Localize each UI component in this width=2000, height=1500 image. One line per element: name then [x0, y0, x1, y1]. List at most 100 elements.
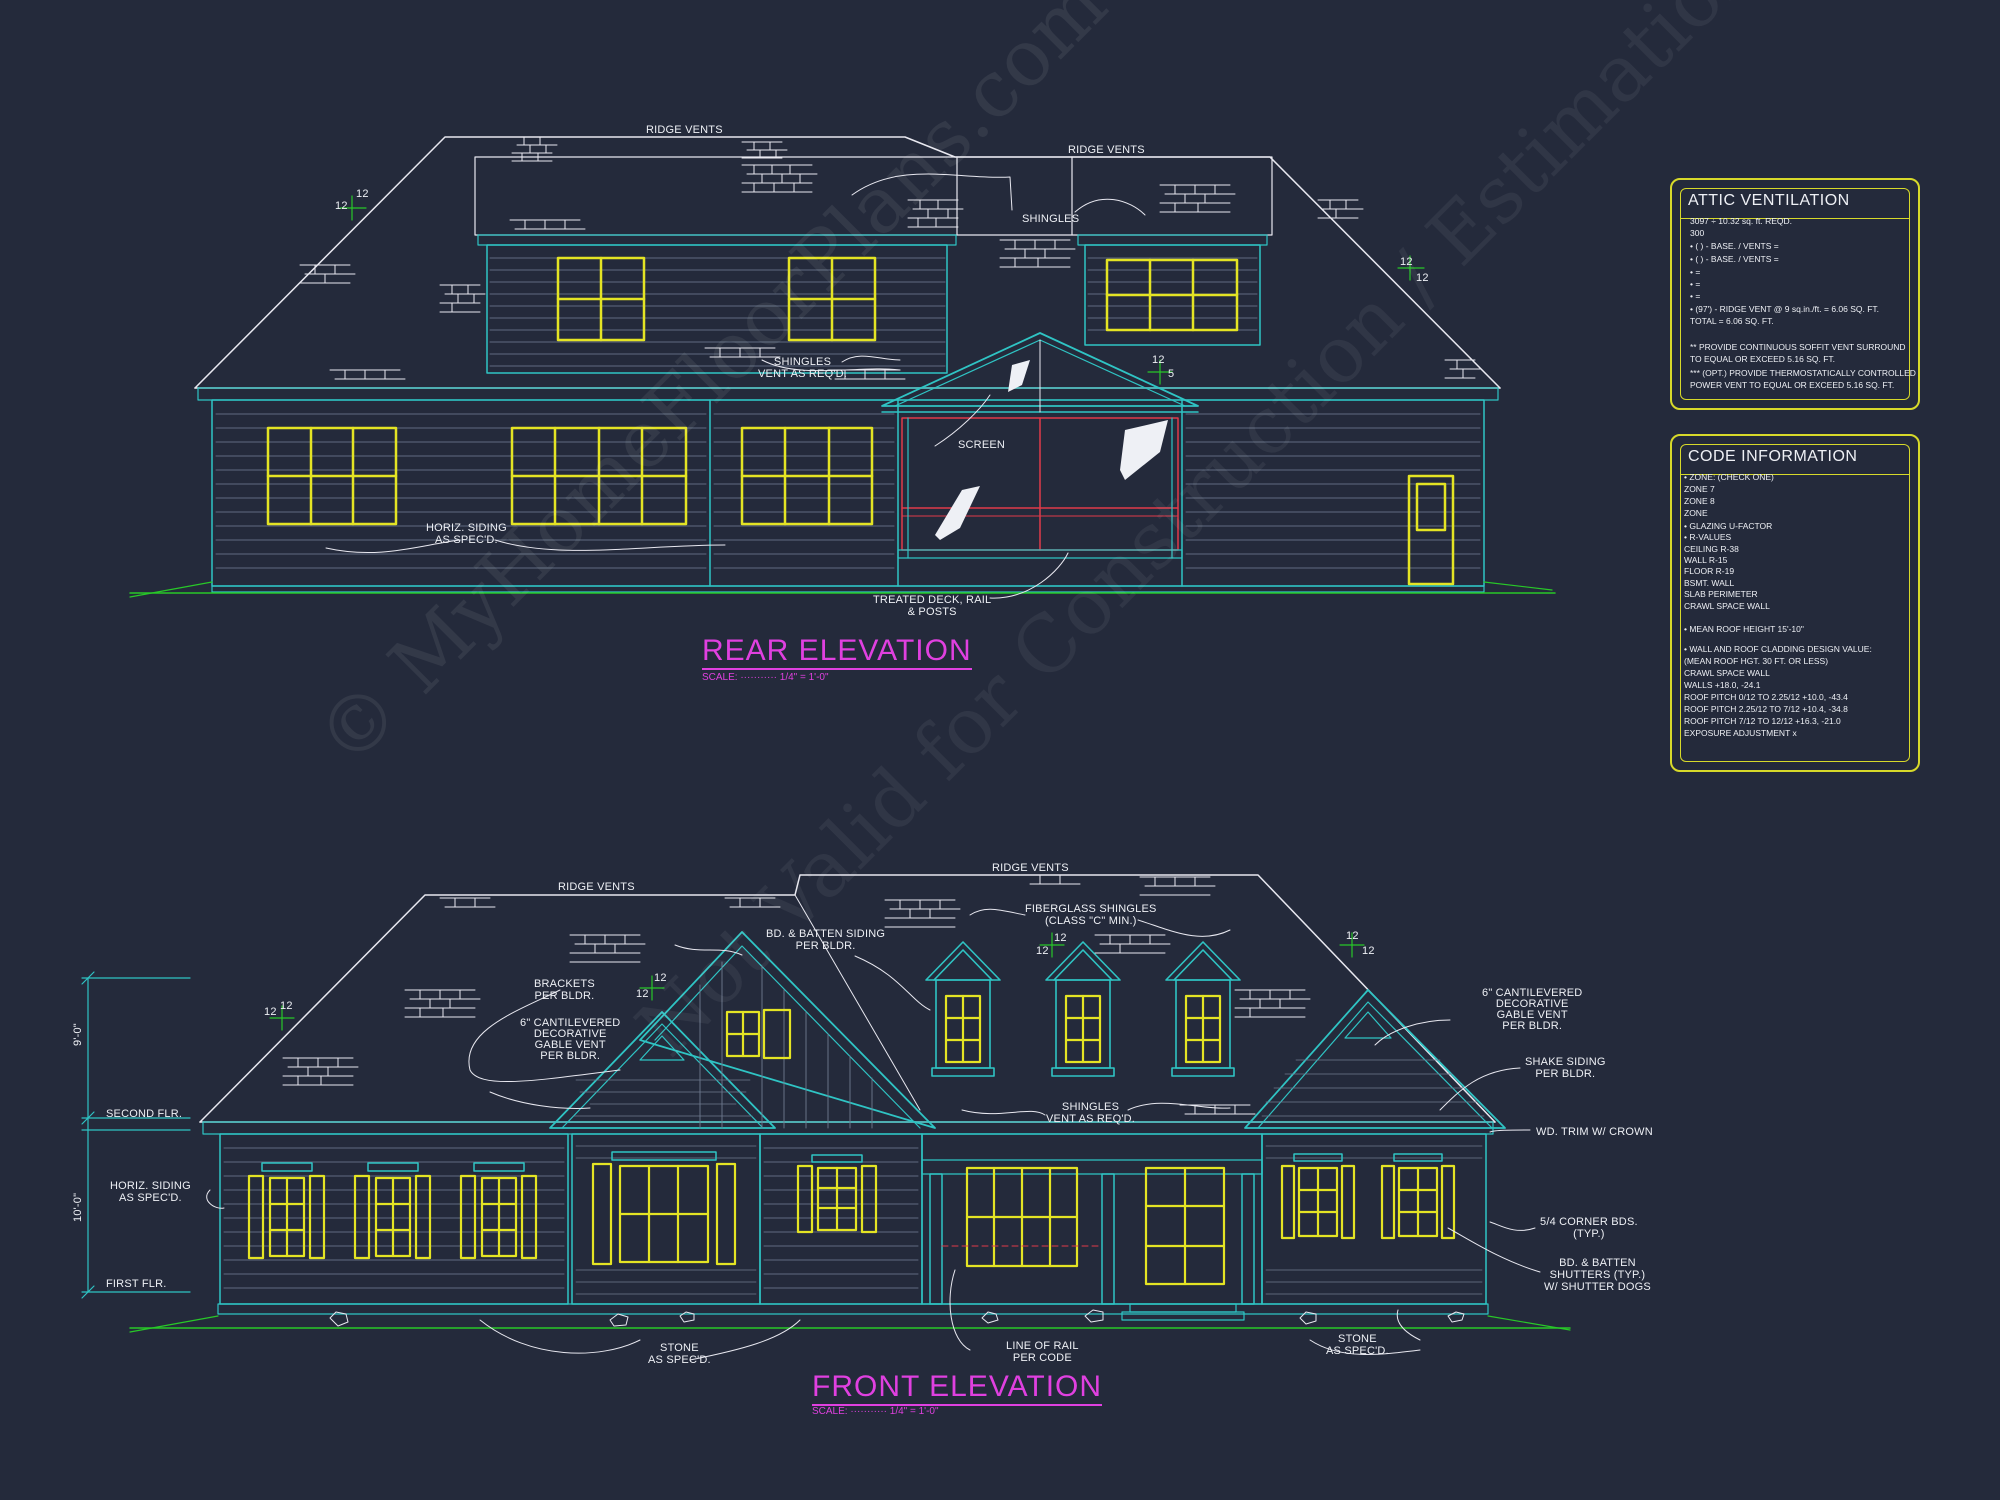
code-line: • ZONE: (CHECK ONE) — [1684, 472, 1774, 482]
code-line: ZONE — [1684, 508, 1708, 518]
attic-line: • = — [1690, 267, 1701, 277]
first-floor-label: FIRST FLR. — [106, 1278, 167, 1290]
front-pitch-label: 12 — [264, 1006, 277, 1018]
front-center-gable — [639, 931, 936, 1129]
front-center-wall — [759, 1133, 923, 1305]
code-line: CRAWL SPACE WALL — [1684, 601, 1770, 611]
attic-ventilation-box: ATTIC VENTILATION 3097 ÷ 10.32 sq. ft. R… — [1670, 178, 1920, 410]
rear-elevation-title: REAR ELEVATION — [702, 634, 972, 670]
code-title-rule — [1680, 474, 1910, 475]
front-bd-batten-label: BD. & BATTEN SIDING PER BLDR. — [766, 928, 886, 952]
front-main-roof — [199, 874, 1496, 1123]
attic-title-rule — [1680, 218, 1910, 219]
front-pitch-label: 12 — [636, 988, 649, 1000]
rear-ridge-vents-label: RIDGE VENTS — [1068, 144, 1145, 156]
front-shake-siding-label: SHAKE SIDING PER BLDR. — [1525, 1056, 1606, 1080]
front-elevation — [81, 874, 1571, 1361]
front-pitch-label: 12 — [1054, 932, 1067, 944]
front-elevation-scale: SCALE: ··········· 1/4" = 1'-0" — [812, 1406, 939, 1417]
code-information-box: CODE INFORMATION • ZONE: (CHECK ONE) ZON… — [1670, 434, 1920, 772]
code-line: WALL R-15 — [1684, 555, 1728, 565]
attic-line: ** PROVIDE CONTINUOUS SOFFIT VENT SURROU… — [1690, 342, 1906, 352]
code-line: (MEAN ROOF HGT. 30 FT. OR LESS) — [1684, 656, 1829, 666]
attic-ventilation-title: ATTIC VENTILATION — [1688, 192, 1850, 209]
rear-pitch-label: 12 — [1400, 256, 1413, 268]
attic-line: • = — [1690, 291, 1701, 301]
attic-line: • ( ) - BASE. / VENTS = — [1690, 254, 1779, 264]
front-pitch-label: 12 — [1362, 945, 1375, 957]
attic-line: TO EQUAL OR EXCEED 5.16 SQ. FT. — [1690, 354, 1836, 364]
attic-line: • (97') - RIDGE VENT @ 9 sq.in./ft. = 6.… — [1690, 304, 1880, 314]
front-dormer — [1165, 941, 1241, 981]
front-shingles-vent-label: SHINGLES VENT AS REQ'D. — [1046, 1101, 1136, 1125]
attic-line: 300 — [1690, 228, 1705, 238]
code-line: ROOF PITCH 7/12 TO 12/12 +16.3, -21.0 — [1684, 716, 1841, 726]
front-pitch-label: 12 — [654, 972, 667, 984]
code-line: BSMT. WALL — [1684, 578, 1735, 588]
second-floor-label: SECOND FLR. — [106, 1108, 183, 1120]
front-corner-bds-label: 5/4 CORNER BDS. (TYP.) — [1540, 1216, 1638, 1240]
code-line: CEILING R-38 — [1684, 544, 1739, 554]
rear-elevation-scale: SCALE: ··········· 1/4" = 1'-0" — [702, 672, 829, 683]
front-gable-vent-right-label: 6" CANTILEVERED DECORATIVE GABLE VENT PE… — [1482, 987, 1583, 1032]
code-line: CRAWL SPACE WALL — [1684, 668, 1770, 678]
code-line: SLAB PERIMETER — [1684, 589, 1758, 599]
rear-ridge-vents-label: RIDGE VENTS — [646, 124, 723, 136]
code-line: ZONE 7 — [1684, 484, 1715, 494]
code-line: • R-VALUES — [1684, 532, 1732, 542]
code-line: • GLAZING U-FACTOR — [1684, 521, 1773, 531]
front-dormer — [925, 941, 1001, 981]
rear-pitch-label: 12 — [335, 200, 348, 212]
front-trim-label: WD. TRIM W/ CROWN — [1536, 1126, 1653, 1138]
attic-line: TOTAL = 6.06 SQ. FT. — [1690, 316, 1774, 326]
front-right-gable — [1244, 989, 1506, 1129]
attic-line: POWER VENT TO EQUAL OR EXCEED 5.16 SQ. F… — [1690, 380, 1895, 390]
front-stone-left-label: STONE AS SPEC'D. — [648, 1342, 711, 1366]
code-box-border — [1680, 444, 1910, 762]
code-line: EXPOSURE ADJUSTMENT x — [1684, 728, 1797, 738]
code-line: FLOOR R-19 — [1684, 566, 1735, 576]
front-pitch-label: 12 — [280, 1000, 293, 1012]
rear-door — [1407, 474, 1455, 586]
rear-screen-label: SCREEN — [958, 439, 1006, 451]
attic-line: *** (OPT.) PROVIDE THERMOSTATICALLY CONT… — [1690, 368, 1916, 378]
front-pitch-label: 12 — [1346, 930, 1359, 942]
code-line: ROOF PITCH 0/12 TO 2.25/12 +10.0, -43.4 — [1684, 692, 1848, 702]
front-siding-label: HORIZ. SIDING AS SPEC'D. — [110, 1180, 191, 1204]
rear-pitch-label: 12 — [1152, 354, 1165, 366]
front-gable-vent-left-label: 6" CANTILEVERED DECORATIVE GABLE VENT PE… — [520, 1017, 621, 1062]
front-rail-label: LINE OF RAIL PER CODE — [1006, 1340, 1079, 1364]
rear-shingles-vent-label: SHINGLES VENT AS REQ'D. — [758, 356, 848, 380]
front-ridge-vents-label: RIDGE VENTS — [558, 881, 635, 893]
attic-line: 3097 ÷ 10.32 sq. ft. REQD. — [1690, 216, 1792, 226]
front-pitch-label: 12 — [1036, 945, 1049, 957]
front-fiberglass-label: FIBERGLASS SHINGLES (CLASS "C" MIN.) — [1025, 903, 1157, 927]
code-line: WALLS +18.0, -24.1 — [1684, 680, 1761, 690]
code-line: • MEAN ROOF HEIGHT 15'-10" — [1684, 624, 1804, 634]
front-elevation-title: FRONT ELEVATION — [812, 1370, 1103, 1406]
rear-main-roof — [194, 136, 1501, 389]
dimension-lower: 10'-0" — [72, 1192, 84, 1222]
attic-line: • = — [1690, 279, 1701, 289]
front-shutters-label: BD. & BATTEN SHUTTERS (TYP.) W/ SHUTTER … — [1544, 1257, 1651, 1293]
rear-pitch-label: 5 — [1168, 368, 1175, 380]
front-dormer — [1045, 941, 1121, 981]
front-ridge-vents-label: RIDGE VENTS — [992, 862, 1069, 874]
rear-deck-label: TREATED DECK, RAIL & POSTS — [873, 594, 992, 618]
rear-pitch-label: 12 — [1416, 272, 1429, 284]
rear-elevation — [129, 136, 1556, 599]
dimension-upper: 9'-0" — [72, 1023, 84, 1046]
code-line: ROOF PITCH 2.25/12 TO 7/12 +10.4, -34.8 — [1684, 704, 1848, 714]
code-information-title: CODE INFORMATION — [1688, 448, 1858, 465]
rear-siding-label: HORIZ. SIDING AS SPEC'D. — [426, 522, 507, 546]
rear-pitch-label: 12 — [356, 188, 369, 200]
attic-box-border — [1680, 188, 1910, 400]
front-right-shake-wall — [1261, 1133, 1487, 1305]
attic-line: • ( ) - BASE. / VENTS = — [1690, 241, 1779, 251]
code-line: • WALL AND ROOF CLADDING DESIGN VALUE: — [1684, 644, 1872, 654]
front-brackets-label: BRACKETS PER BLDR. — [534, 978, 595, 1002]
front-left-gable — [549, 1011, 776, 1129]
code-line: ZONE 8 — [1684, 496, 1715, 506]
front-stone-right-label: STONE AS SPEC'D. — [1326, 1333, 1389, 1357]
